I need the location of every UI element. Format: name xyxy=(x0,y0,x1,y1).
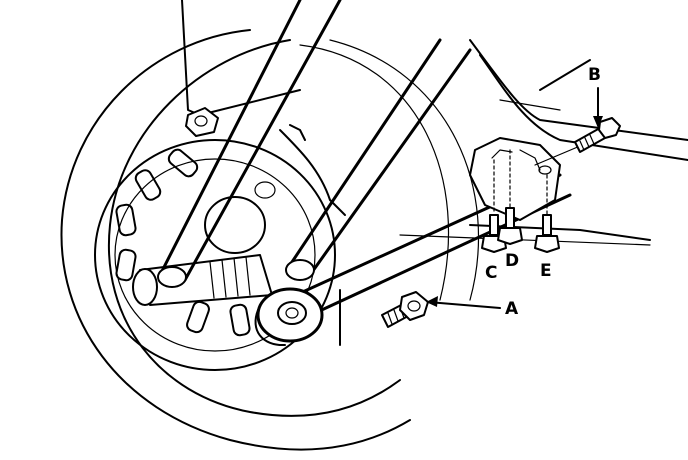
callout-c: C xyxy=(485,263,497,283)
callout-d: D xyxy=(505,251,519,271)
brake-drum xyxy=(94,124,346,371)
upper-mount-nut xyxy=(185,107,219,137)
bolt-a xyxy=(381,291,429,328)
callout-e: E xyxy=(540,261,552,281)
frame-tubes xyxy=(157,0,472,288)
bolt-b xyxy=(534,117,621,166)
callout-b: B xyxy=(588,65,601,85)
callout-a: A xyxy=(505,299,519,319)
bolt-d xyxy=(497,207,523,245)
alignment-lines xyxy=(493,149,548,215)
rear-tire xyxy=(60,29,480,451)
callout-leaders xyxy=(426,87,603,309)
axle-tube xyxy=(132,254,273,306)
body-panel xyxy=(469,39,688,161)
mounting-bracket xyxy=(469,137,561,221)
bolt-e xyxy=(534,214,560,253)
